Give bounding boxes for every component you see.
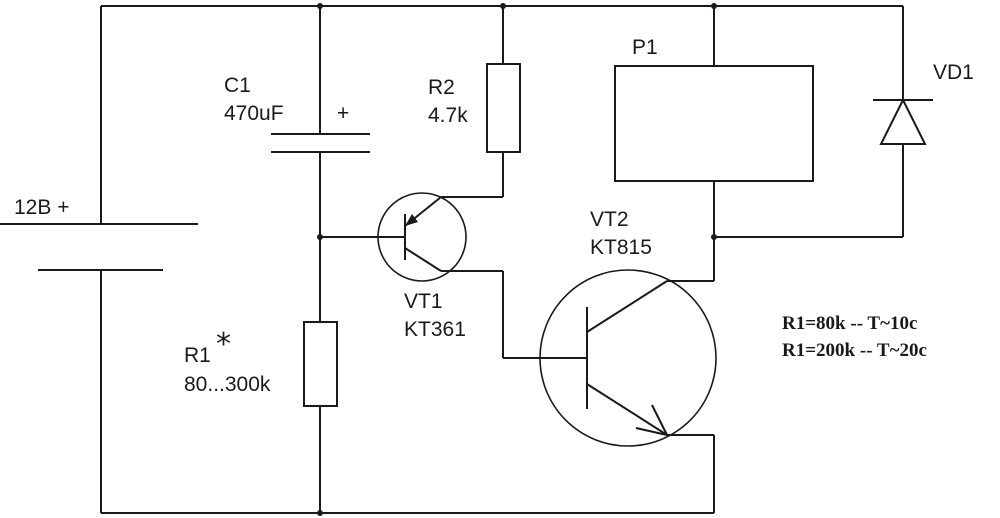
junction-dots <box>317 3 717 516</box>
vt2-type: KT815 <box>590 236 652 259</box>
capacitor-polarity: + <box>337 102 349 125</box>
wires <box>100 5 904 514</box>
timing-note-1: R1=80k -- T~10c <box>782 313 917 334</box>
battery-symbol <box>0 223 198 271</box>
capacitor-value: 470uF <box>224 102 284 125</box>
vt1-name: VT1 <box>404 290 443 313</box>
resistor-r2-body <box>486 63 521 153</box>
relay-p1-body <box>614 65 814 182</box>
relay-name: P1 <box>632 36 658 59</box>
r1-mark: * <box>216 327 231 362</box>
diode-vd1-symbol <box>873 97 933 145</box>
capacitor-c1-symbol <box>271 133 370 153</box>
r2-name: R2 <box>428 76 455 99</box>
r1-name: R1 <box>184 344 211 367</box>
vt2-name: VT2 <box>590 208 629 231</box>
battery-label: 12В + <box>14 196 69 219</box>
r1-value: 80...300k <box>184 373 271 396</box>
r2-value: 4.7k <box>428 104 468 127</box>
resistor-r1-body <box>303 321 338 407</box>
capacitor-name: C1 <box>224 74 251 97</box>
transistor-vt1-symbol <box>377 192 467 282</box>
diode-name: VD1 <box>933 61 974 84</box>
timing-note-2: R1=200k -- T~20c <box>782 340 927 361</box>
vt1-type: KT361 <box>404 318 466 341</box>
transistor-vt2-symbol <box>539 269 717 447</box>
